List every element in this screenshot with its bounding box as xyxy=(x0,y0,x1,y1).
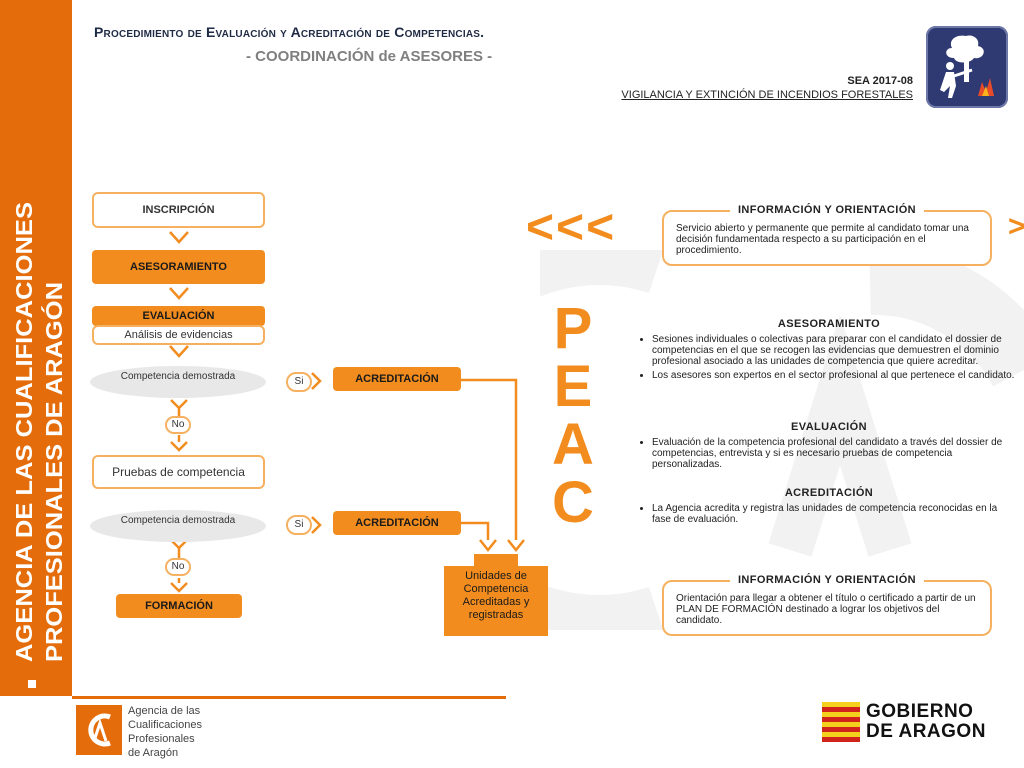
agency-name: Agencia de las Cualificaciones Profesion… xyxy=(128,705,202,759)
sidebar-bottom-edge xyxy=(0,688,72,696)
info-box-orientacion-2: INFORMACIÓN Y ORIENTACIÓN Orientación pa… xyxy=(662,574,992,636)
firefighter-logo-icon xyxy=(926,26,1008,108)
sidebar-line-2: PROFESIONALES DE ARAGÓN xyxy=(40,282,67,662)
step-evaluacion: EVALUACIÓN xyxy=(92,306,265,326)
yes-label-2: Si xyxy=(286,515,312,535)
gobierno-line-2: DE ARAGON xyxy=(866,721,986,742)
yes-label-1: Si xyxy=(286,372,312,392)
agency-watermark-icon xyxy=(540,250,1024,630)
decision-competencia-1: Competencia demostrada xyxy=(90,366,266,398)
sidebar-line-1: AGENCIA DE LAS CUALIFICACIONES xyxy=(11,202,37,662)
page-subtitle: - COORDINACIÓN de ASESORES - xyxy=(246,48,493,65)
aragon-flag-icon xyxy=(822,702,860,742)
gobierno-line-1: GOBIERNO xyxy=(866,701,974,722)
info-box-orientacion-1: INFORMACIÓN Y ORIENTACIÓN Servicio abier… xyxy=(662,204,992,266)
gobierno-aragon-logo: GOBIERNO DE ARAGON xyxy=(866,702,986,742)
info-box-2-title: INFORMACIÓN Y ORIENTACIÓN xyxy=(729,574,925,586)
peac-letter-c: C xyxy=(552,470,594,535)
step-analisis-evidencias: Análisis de evidencias xyxy=(92,325,265,345)
peac-letter-p: P xyxy=(553,296,593,361)
panel-evaluacion: EVALUACIÓN Evaluación de la competencia … xyxy=(640,421,1018,473)
panel-acreditacion: ACREDITACIÓN La Agencia acredita y regis… xyxy=(640,487,1018,528)
page-title: Procedimiento de Evaluación y Acreditaci… xyxy=(94,24,485,40)
peac-letter-e: E xyxy=(553,354,593,419)
no-label-2: No xyxy=(165,558,191,576)
result-unidades-acreditadas: Unidades de Competencia Acreditadas y re… xyxy=(444,552,548,636)
panel-asesoramiento-item: Los asesores son expertos en el sector p… xyxy=(652,370,1018,381)
info-box-1-title: INFORMACIÓN Y ORIENTACIÓN xyxy=(729,204,925,216)
specialty-name: VIGILANCIA Y EXTINCIÓN DE INCENDIOS FORE… xyxy=(621,89,913,101)
flow-connectors xyxy=(169,231,525,593)
step-acreditacion-2: ACREDITACIÓN xyxy=(333,511,461,535)
step-acreditacion-1: ACREDITACIÓN xyxy=(333,367,461,391)
info-box-2-body: Orientación para llegar a obtener el tít… xyxy=(676,593,976,626)
panel-acreditacion-item: La Agencia acredita y registra las unida… xyxy=(652,503,1018,525)
peac-arrow-right-icon: > xyxy=(1008,210,1024,243)
info-box-1-body: Servicio abierto y permanente que permit… xyxy=(676,223,969,256)
panel-asesoramiento: ASESORAMIENTO Sesiones individuales o co… xyxy=(640,318,1018,384)
panel-acreditacion-title: ACREDITACIÓN xyxy=(784,487,874,499)
agency-logo-icon xyxy=(76,705,122,755)
footer-divider xyxy=(72,696,506,699)
step-asesoramiento: ASESORAMIENTO xyxy=(92,250,265,284)
decision-competencia-2: Competencia demostrada xyxy=(90,510,266,542)
course-code: SEA 2017-08 xyxy=(847,75,913,87)
peac-arrows: <<< xyxy=(526,201,617,254)
sidebar-title: AGENCIA DE LAS CUALIFICACIONES PROFESION… xyxy=(0,0,72,768)
step-inscripcion: INSCRIPCIÓN xyxy=(92,192,265,228)
sidebar-footer-gap xyxy=(0,693,72,768)
step-formacion: FORMACIÓN xyxy=(116,594,242,618)
sidebar-band xyxy=(0,0,72,768)
panel-asesoramiento-title: ASESORAMIENTO xyxy=(777,318,881,330)
peac-letter-a: A xyxy=(552,412,594,477)
panel-evaluacion-item: Evaluación de la competencia profesional… xyxy=(652,437,1018,470)
peac-acronym: P E A C xyxy=(538,300,608,532)
panel-asesoramiento-item: Sesiones individuales o colectivas para … xyxy=(652,334,1018,367)
no-label-1: No xyxy=(165,416,191,434)
step-pruebas-competencia: Pruebas de competencia xyxy=(92,455,265,489)
panel-evaluacion-title: EVALUACIÓN xyxy=(791,421,867,433)
